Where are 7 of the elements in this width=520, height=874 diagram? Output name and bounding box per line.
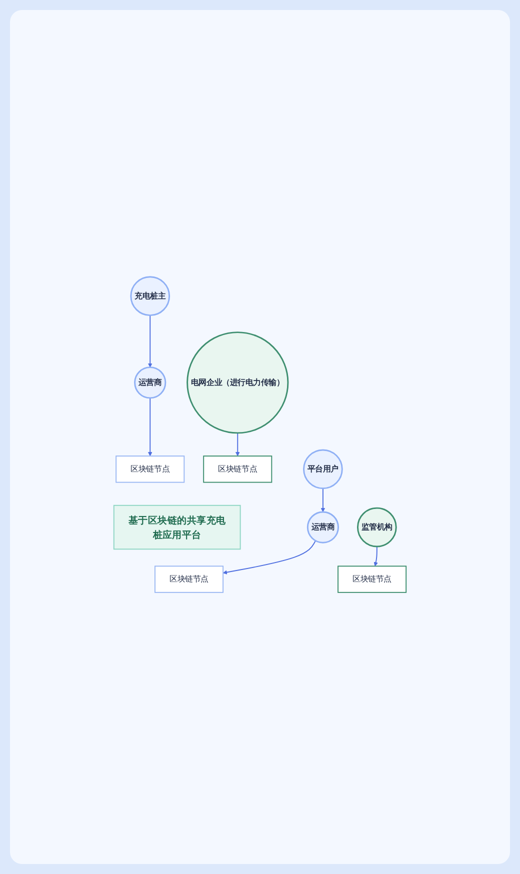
node-box: 基于区块链的共享充电桩应用平台 (113, 505, 241, 550)
arrow (236, 432, 240, 457)
arrow (320, 488, 326, 512)
arrow (148, 315, 152, 368)
arrow (222, 540, 316, 575)
arrow (148, 398, 152, 457)
arrow (374, 546, 378, 567)
